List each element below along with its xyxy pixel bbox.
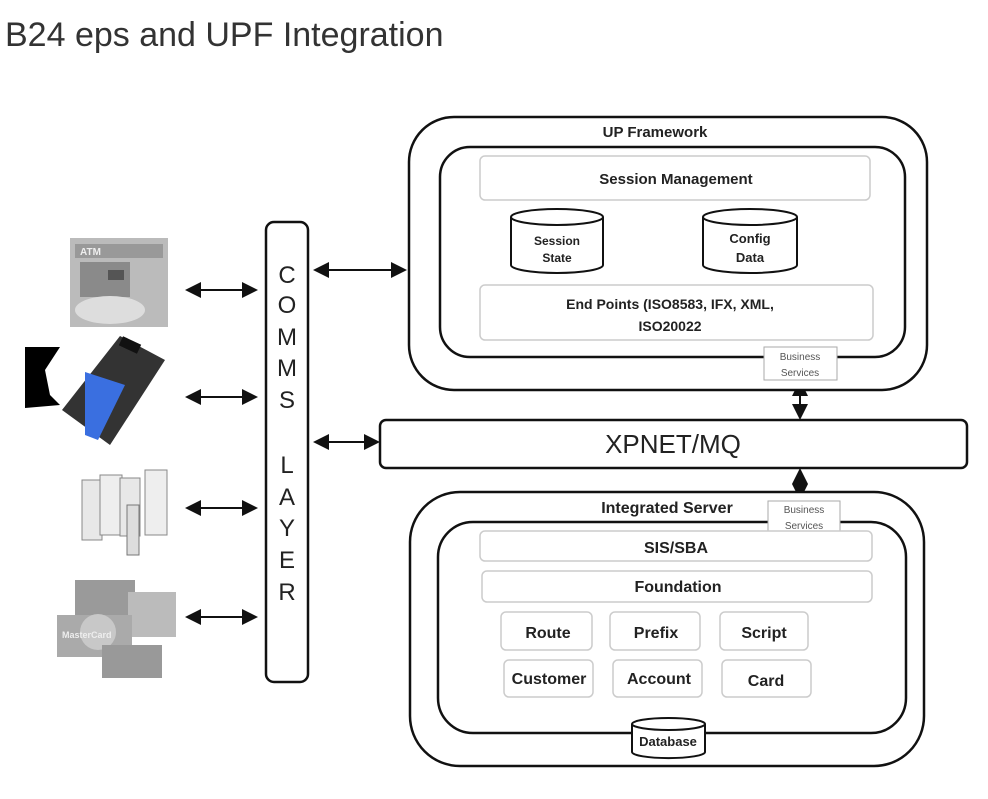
end-points-box — [479, 284, 874, 341]
svg-text:Data: Data — [736, 250, 765, 265]
svg-text:Config: Config — [729, 231, 770, 246]
svg-text:Route: Route — [525, 625, 570, 642]
svg-text:A: A — [279, 484, 295, 511]
atm-icon: ATM — [70, 238, 168, 327]
svg-text:S: S — [279, 387, 295, 414]
integrated-server-label: Integrated Server — [601, 500, 733, 517]
svg-text:MasterCard: MasterCard — [62, 630, 112, 640]
page-title: B24 eps and UPF Integration — [5, 16, 444, 54]
svg-text:O: O — [278, 292, 297, 319]
svg-text:SIS/SBA: SIS/SBA — [644, 540, 708, 557]
session-management-box — [479, 155, 871, 201]
svg-text:State: State — [542, 251, 572, 265]
svg-text:E: E — [279, 547, 295, 574]
session-state-cylinder: Session State — [510, 208, 604, 274]
module-script: Script — [719, 611, 809, 651]
module-prefix: Prefix — [609, 611, 701, 651]
svg-text:Database: Database — [639, 734, 697, 749]
svg-text:Business: Business — [784, 505, 825, 516]
svg-text:Services: Services — [785, 521, 823, 532]
svg-text:Services: Services — [781, 368, 819, 379]
card-reader-icon — [25, 336, 165, 445]
svg-text:ATM: ATM — [80, 247, 101, 258]
host-servers-icon — [81, 469, 168, 556]
sis-sba-box — [479, 530, 873, 562]
database-cylinder: Database — [631, 717, 706, 760]
module-account: Account — [612, 659, 703, 698]
integrated-server: Integrated Server Business Services SIS/… — [408, 490, 926, 768]
svg-text:Prefix: Prefix — [634, 625, 679, 642]
svg-text:Y: Y — [279, 515, 295, 542]
svg-text:C: C — [278, 262, 295, 289]
svg-text:Foundation: Foundation — [634, 579, 721, 596]
svg-text:Account: Account — [627, 671, 692, 688]
svg-text:M: M — [277, 355, 297, 382]
comms-layer: C O M M S L A Y E R — [264, 220, 310, 684]
foundation-box — [481, 570, 873, 603]
svg-text:Script: Script — [741, 625, 787, 642]
svg-text:Business: Business — [780, 352, 821, 363]
svg-text:R: R — [278, 579, 295, 606]
svg-text:Session Management: Session Management — [599, 171, 752, 188]
module-route: Route — [500, 611, 593, 651]
module-card: Card — [721, 659, 812, 698]
xpnet-mq-bus: XPNET/MQ — [378, 418, 969, 470]
config-data-cylinder: Config Data — [702, 208, 798, 274]
svg-text:Session: Session — [534, 234, 580, 248]
svg-text:M: M — [277, 324, 297, 351]
module-customer: Customer — [503, 659, 594, 698]
svg-text:XPNET/MQ: XPNET/MQ — [605, 429, 741, 459]
up-framework-label: UP Framework — [603, 124, 708, 141]
svg-text:L: L — [280, 452, 293, 479]
up-framework: UP Framework Session Management Session … — [407, 115, 929, 392]
svg-text:End Points (ISO8583, IFX, XML,: End Points (ISO8583, IFX, XML, — [566, 296, 774, 312]
svg-text:Card: Card — [748, 673, 784, 690]
svg-text:Customer: Customer — [512, 671, 587, 688]
svg-text:ISO20022: ISO20022 — [638, 318, 701, 334]
upf-business-services-box — [763, 346, 838, 381]
card-networks-icon: MasterCard — [57, 580, 176, 678]
